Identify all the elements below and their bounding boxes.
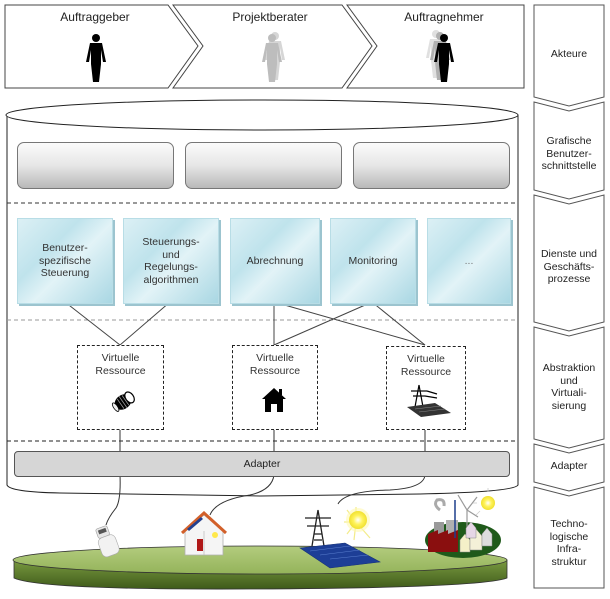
smart-house-icon [180, 510, 228, 556]
service-abrechnung[interactable]: Abrechnung [230, 218, 320, 304]
actor-label-auftragnehmer: Auftragnehmer [404, 10, 484, 24]
service-steuerungs-algorithmen[interactable]: Steuerungs- und Regelungs- algorithmen [123, 218, 219, 304]
layer-shape-abstraction [533, 326, 605, 449]
layer-shape-gui [533, 101, 605, 200]
person-motion-icon [426, 30, 454, 82]
layer-label-adapter: Adapter [550, 460, 588, 472]
layer-label-akteure: Akteure [550, 48, 588, 60]
person-icon [86, 34, 106, 82]
actor-label-projektberater: Projektberater [232, 10, 308, 24]
layer-label-abstraction: Abstraktion und Virtuali- sierung [542, 362, 596, 412]
solar-pylon-icon [299, 507, 381, 569]
service-monitoring[interactable]: Monitoring [330, 218, 416, 304]
layer-shape-adapter [533, 443, 605, 492]
virtual-resource-thermostat[interactable]: Virtuelle Ressource [77, 345, 164, 430]
service-more[interactable]: ... [427, 218, 511, 304]
gui-panel-2[interactable] [185, 142, 342, 189]
adapter-label: Adapter [243, 458, 281, 470]
person-faded-icon [262, 32, 285, 82]
virtual-resource-house[interactable]: Virtuelle Ressource [232, 345, 318, 430]
resource-connectors [105, 428, 426, 526]
layer-label-services: Dienste und Geschäfts- prozesse [540, 248, 598, 285]
layer-label-gui: Grafische Benutzer- schnittstelle [541, 135, 597, 172]
gui-panel-1[interactable] [17, 142, 174, 189]
virtual-resource-grid[interactable]: Virtuelle Ressource [386, 346, 466, 430]
layer-shape-infrastructure [533, 486, 605, 589]
layer-shape-services [533, 194, 605, 332]
actor-label-auftraggeber: Auftraggeber [60, 10, 130, 24]
service-connectors [64, 301, 426, 346]
layer-shape-akteure [533, 4, 605, 107]
service-benutzerspezifische-steuerung[interactable]: Benutzer- spezifische Steuerung [17, 218, 113, 304]
gui-panel-3[interactable] [353, 142, 510, 189]
adapter-bar[interactable]: Adapter [14, 451, 510, 477]
ground-platform [12, 545, 508, 590]
layer-label-infrastructure: Techno- logische Infra- struktur [549, 518, 589, 568]
power-plant-town-icon [425, 488, 501, 558]
thermostat-device-icon [95, 525, 120, 558]
